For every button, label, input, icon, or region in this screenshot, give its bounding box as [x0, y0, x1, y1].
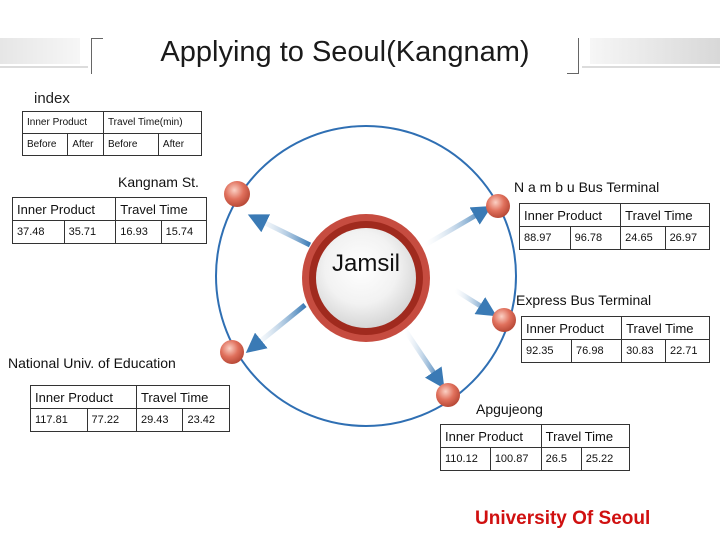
table-header: Travel Time: [135, 385, 231, 409]
table-header: Inner Product: [440, 424, 542, 448]
footer-university: University Of Seoul: [475, 508, 651, 529]
table-cell: 15.74: [160, 220, 208, 244]
node-apgujeong: [436, 383, 460, 407]
table-cell: 100.87: [489, 447, 542, 471]
index-label: index: [34, 90, 70, 107]
header-line-left: [0, 66, 88, 68]
header-line-right: [582, 66, 720, 68]
index-subheader: After: [157, 133, 203, 156]
title-bracket-left: [91, 38, 103, 74]
title-bracket-right: [567, 38, 579, 74]
table-header: Inner Product: [30, 385, 137, 409]
station-name-kangnam: Kangnam St.: [118, 174, 199, 190]
header-decoration-left: [0, 38, 80, 64]
header-decoration-right: [590, 38, 720, 64]
arrow-kangnam: [247, 214, 312, 248]
table-cell: 117.81: [30, 408, 88, 432]
index-header: Travel Time(min): [102, 111, 203, 134]
page-title: Applying to Seoul(Kangnam): [160, 36, 530, 68]
table-education: Inner Product Travel Time 117.81 77.22 2…: [30, 385, 231, 432]
node-education: [220, 340, 244, 364]
index-header: Inner Product: [22, 111, 104, 134]
table-cell: 26.5: [540, 447, 582, 471]
table-kangnam: Inner Product Travel Time 37.48 35.71 16…: [11, 197, 208, 244]
index-subheader: After: [67, 133, 104, 156]
connector-arrows: [245, 205, 497, 389]
table-cell: 35.71: [63, 220, 117, 244]
node-kangnam: [224, 181, 250, 207]
station-nodes: [220, 181, 516, 407]
arrow-express: [453, 287, 497, 317]
table-cell: 23.42: [182, 408, 230, 432]
table-header: Inner Product: [518, 203, 622, 227]
node-express: [492, 308, 516, 332]
index-table: Inner Product Travel Time(min) Before Af…: [21, 111, 203, 156]
table-cell: 16.93: [115, 220, 162, 244]
hub-label: Jamsil: [331, 250, 400, 277]
table-nambu: Inner Product Travel Time 88.97 96.78 24…: [518, 203, 711, 250]
table-cell: 88.97: [519, 226, 571, 250]
station-name-nambu: N a m b u Bus Terminal: [514, 179, 660, 195]
table-cell: 22.71: [665, 339, 710, 363]
table-header: Travel Time: [115, 197, 207, 221]
index-subheader: Before: [21, 133, 69, 156]
table-express: Inner Product Travel Time 92.35 76.98 30…: [520, 316, 710, 363]
table-header: Inner Product: [520, 316, 623, 340]
table-cell: 26.97: [664, 226, 711, 250]
table-cell: 76.98: [571, 339, 623, 363]
table-cell: 29.43: [135, 408, 184, 432]
arrow-apgujeong: [402, 328, 445, 389]
hub-node: [302, 214, 430, 342]
table-header: Travel Time: [540, 424, 631, 448]
station-name-express: Express Bus Terminal: [516, 292, 652, 308]
station-name-apgujeong: Apgujeong: [476, 401, 543, 417]
table-cell: 92.35: [520, 339, 573, 363]
table-header: Travel Time: [620, 203, 710, 227]
table-cell: 24.65: [620, 226, 666, 250]
orbit-ring: [215, 125, 517, 427]
table-cell: 30.83: [621, 339, 667, 363]
table-header: Travel Time: [621, 316, 710, 340]
table-cell: 110.12: [440, 447, 491, 471]
station-name-education: National Univ. of Education: [8, 355, 176, 371]
table-apgujeong: Inner Product Travel Time 110.12 100.87 …: [440, 424, 631, 471]
arrow-education: [245, 303, 307, 354]
table-header: Inner Product: [11, 197, 117, 221]
table-cell: 25.22: [580, 447, 631, 471]
table-cell: 77.22: [86, 408, 137, 432]
table-cell: 37.48: [12, 220, 65, 244]
node-nambu: [486, 194, 510, 218]
table-cell: 96.78: [569, 226, 622, 250]
arrow-nambu: [423, 205, 492, 248]
index-subheader: Before: [102, 133, 159, 156]
